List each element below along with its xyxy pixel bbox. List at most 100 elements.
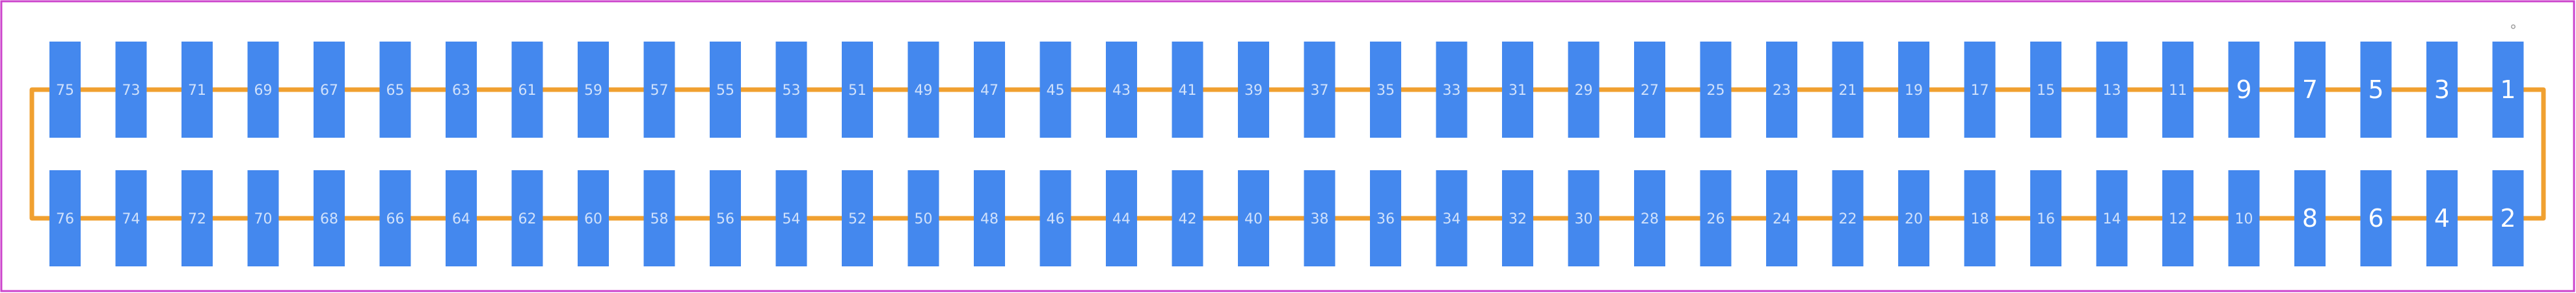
pad-shape [2360,170,2392,266]
pad-label: 70 [254,211,273,227]
pad-label: 30 [1575,211,1593,227]
pad-42: 42 [1172,170,1203,266]
pad-shape [379,42,411,138]
pad-shape [2492,42,2524,138]
pad-label: 21 [1839,83,1857,99]
pad-label: 36 [1376,211,1395,227]
pad-label: 28 [1641,211,1659,227]
pad-label: 45 [1047,83,1065,99]
pad-shape [842,42,873,138]
pad-shape [1832,170,1864,266]
pad-label: 41 [1179,83,1197,99]
pad-74: 74 [115,170,147,266]
pad-label: 62 [518,211,537,227]
pad-6: 6 [2360,170,2392,266]
pad-shape [2360,42,2392,138]
pad-44: 44 [1106,170,1137,266]
pad-51: 51 [842,42,873,138]
pad-73: 73 [115,42,147,138]
pad-39: 39 [1238,42,1269,138]
pad-label: 55 [716,83,734,99]
pad-label: 38 [1311,211,1329,227]
pad-shape [842,170,873,266]
pad-label: 13 [2103,83,2121,99]
pad-48: 48 [974,170,1005,266]
pad-label: 3 [2434,75,2450,104]
pad-shape [1898,42,1929,138]
pad-shape [1304,42,1335,138]
pad-36: 36 [1370,170,1401,266]
pad-31: 31 [1502,42,1533,138]
pad-label: 58 [651,211,669,227]
pad-11: 11 [2162,42,2194,138]
pad-label: 11 [2169,83,2187,99]
pad-70: 70 [247,170,279,266]
pad-label: 66 [386,211,405,227]
pad-shape [974,42,1005,138]
pad-shape [446,42,477,138]
pad-72: 72 [181,170,213,266]
pad-60: 60 [578,170,609,266]
pad-29: 29 [1568,42,1600,138]
pad-34: 34 [1436,170,1468,266]
pad-label: 72 [188,211,206,227]
trace-group [65,87,2508,221]
pad-shape [710,42,741,138]
pad-shape [974,170,1005,266]
pad-22: 22 [1832,170,1864,266]
trace-loop [29,87,2546,221]
pad-shape [710,170,741,266]
pad-56: 56 [710,170,741,266]
pad-label: 29 [1575,83,1593,99]
pad-label: 23 [1773,83,1791,99]
pad-41: 41 [1172,42,1203,138]
pad-label: 73 [122,83,141,99]
pad-shape [1106,170,1137,266]
pad-shape [907,42,939,138]
pad-shape [2030,42,2061,138]
pad-label: 68 [320,211,338,227]
pad-24: 24 [1766,170,1797,266]
pad-shape [1436,170,1468,266]
pad-label: 26 [1707,211,1725,227]
pad-label: 27 [1641,83,1659,99]
pad-label: 24 [1773,211,1791,227]
pad-33: 33 [1436,42,1468,138]
pad-shape [2426,170,2458,266]
pad-label: 61 [518,83,537,99]
pad-shape [1766,42,1797,138]
pad-shape [907,170,939,266]
pad-label: 53 [783,83,801,99]
pad-shape [247,170,279,266]
pad-label: 10 [2235,211,2253,227]
pad-shape [446,170,477,266]
pad-30: 30 [1568,170,1600,266]
pad-label: 59 [584,83,602,99]
pad-label: 17 [1971,83,1989,99]
pad-shape [1964,170,1996,266]
pad-10: 10 [2228,170,2260,266]
pad-35: 35 [1370,42,1401,138]
pad-65: 65 [379,42,411,138]
pad-shape [643,42,675,138]
pad-label: 35 [1376,83,1395,99]
pad-label: 76 [56,211,74,227]
pad-label: 5 [2368,75,2383,104]
pad-shape [379,170,411,266]
pad-label: 49 [915,83,933,99]
pad-shape [314,42,345,138]
pad-27: 27 [1634,42,1665,138]
pin1-marker: ° [2510,23,2517,39]
pad-67: 67 [314,42,345,138]
pad-label: 46 [1047,211,1065,227]
pad-shape [1898,170,1929,266]
pad-shape [115,170,147,266]
pad-label: 7 [2302,75,2318,104]
pad-shape [1634,170,1665,266]
pad-shape [2162,170,2194,266]
pad-label: 75 [56,83,74,99]
pad-4: 4 [2426,170,2458,266]
